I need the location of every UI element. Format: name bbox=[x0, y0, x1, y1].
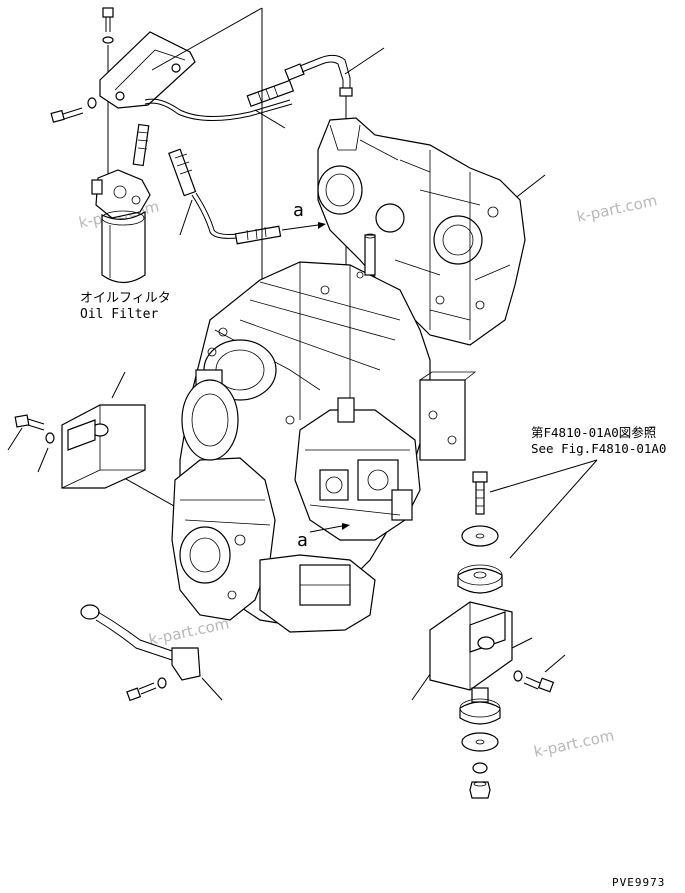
drain-pipe bbox=[80, 604, 201, 681]
view-a-arrow-lower bbox=[309, 525, 343, 533]
bolt-icon bbox=[102, 7, 114, 32]
hose-fitting bbox=[284, 63, 305, 81]
washer-icon bbox=[87, 97, 97, 109]
watermark-top-right: k-part.com bbox=[575, 191, 659, 226]
washer-icon bbox=[45, 432, 55, 444]
oil-pipe bbox=[144, 54, 353, 245]
washer-icon bbox=[472, 762, 488, 774]
view-a-label-lower: a bbox=[297, 530, 308, 551]
oil-filter-label-jp: オイルフィルタ bbox=[80, 291, 171, 306]
reference-label-jp: 第F4810-01A0図参照 bbox=[531, 425, 656, 440]
filter-bracket bbox=[99, 31, 196, 109]
left-mount-bracket bbox=[61, 404, 146, 489]
washer-icon bbox=[513, 670, 523, 682]
nut-icon bbox=[469, 781, 491, 799]
bolt-icon bbox=[126, 682, 157, 702]
oil-filter-canister bbox=[101, 210, 146, 284]
reference-label-en: See Fig.F4810-01A0 bbox=[531, 441, 666, 456]
right-mount-bracket bbox=[429, 601, 513, 691]
bolt-icon bbox=[50, 107, 84, 123]
view-a-arrow-upper bbox=[281, 224, 319, 231]
watermark-middle-left: k-part.com bbox=[147, 614, 231, 649]
oil-filter-assembly bbox=[50, 7, 197, 284]
view-a-label-upper: a bbox=[293, 200, 304, 221]
washer-icon bbox=[461, 525, 499, 547]
hose-fitting bbox=[168, 148, 197, 197]
hose-fitting bbox=[246, 79, 295, 107]
washer-icon bbox=[461, 732, 499, 752]
transmission-housing bbox=[171, 117, 526, 633]
washer-icon bbox=[102, 36, 114, 44]
mount-bolt bbox=[472, 471, 488, 515]
oil-filter-label-en: Oil Filter bbox=[80, 307, 158, 322]
hose-fitting bbox=[234, 225, 282, 245]
bolt-icon bbox=[14, 414, 45, 431]
drawing-code: PVE9973 bbox=[612, 876, 665, 889]
rubber-mount-icon bbox=[459, 687, 501, 725]
hose-fitting bbox=[132, 123, 150, 167]
side-block bbox=[419, 379, 466, 461]
filter-head bbox=[95, 169, 151, 219]
watermark-bottom-right: k-part.com bbox=[532, 726, 616, 761]
washer-icon bbox=[157, 677, 167, 689]
bolt-icon bbox=[523, 676, 555, 693]
rubber-mount-icon bbox=[457, 564, 503, 594]
